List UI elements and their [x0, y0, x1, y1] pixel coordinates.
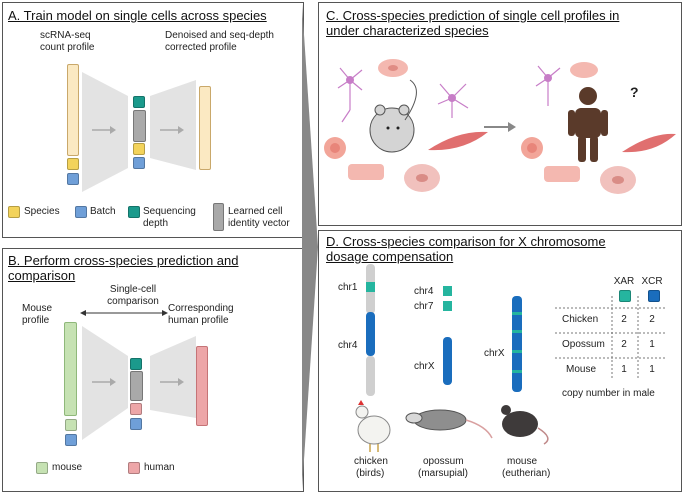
output-profile-label: Denoised and seq-depth corrected profile [165, 30, 274, 53]
mouse-species-box [65, 419, 77, 431]
human-illustration [568, 87, 608, 162]
table-cell: 1 [649, 339, 655, 350]
legend-batch-swatch [75, 206, 87, 218]
chicken-name: chicken [354, 456, 388, 467]
chr1-label: chr1 [338, 282, 358, 293]
human-profile-label: Corresponding human profile [168, 303, 234, 326]
b-latent-seq-depth-box [130, 358, 142, 370]
output-profile-bar [199, 86, 211, 170]
mouse-group: (eutherian) [502, 468, 551, 479]
mouse-chrX-label: chrX [484, 348, 505, 359]
legend-identity-label: Learned cell identity vector [228, 206, 290, 229]
input-profile-label: scRNA-seq count profile [40, 30, 95, 53]
mouse-silhouette-icon [501, 405, 549, 445]
b-latent-batch-box [130, 418, 142, 430]
legend-seq-depth-label: Sequencing depth [143, 206, 196, 229]
latent-seq-depth-box [133, 96, 145, 108]
legend-human-swatch [128, 462, 140, 474]
table-row-label: Mouse [566, 364, 597, 375]
legend-human-label: human [144, 462, 175, 473]
table-row-label: Chicken [562, 314, 599, 325]
epithelial-cell-icon [348, 164, 384, 180]
chicken-chr4-label: chr4 [338, 340, 358, 351]
opossum-group: (marsupial) [418, 468, 469, 479]
opossum-chr7-label: chr7 [414, 301, 434, 312]
table-row-label: Opossum [562, 339, 605, 350]
mouse-illustration [369, 79, 417, 153]
legend-batch-label: Batch [90, 206, 116, 217]
xcr-swatch [648, 290, 660, 302]
panel-c-title: C. Cross-species prediction of single ce… [326, 8, 620, 38]
input-batch-box [67, 173, 79, 185]
legend-mouse-label: mouse [52, 462, 83, 473]
table-caption: copy number in male [562, 388, 655, 399]
chicken-group: (birds) [356, 468, 385, 479]
table-cell: 1 [621, 364, 627, 375]
comparison-label: Single-cell comparison [107, 284, 159, 307]
table-header-xcr: XCR [641, 276, 663, 287]
opossum-chr4 [443, 286, 452, 296]
latent-species-box [133, 143, 145, 155]
legend-seq-depth-swatch [128, 206, 140, 218]
table-cell: 2 [649, 314, 655, 325]
opossum-chr7 [443, 301, 452, 311]
table-header-xar: XAR [613, 276, 635, 287]
input-species-box [67, 158, 79, 170]
table-cell: 2 [621, 339, 627, 350]
b-latent-identity-bar [130, 371, 143, 401]
xar-swatch [619, 290, 631, 302]
table-cell: 1 [649, 364, 655, 375]
human-profile-bar [196, 346, 208, 426]
legend-mouse-swatch [36, 462, 48, 474]
panel-a-title: A. Train model on single cells across sp… [8, 8, 267, 23]
chicken-chr4 [366, 312, 375, 356]
input-count-profile-bar [67, 64, 79, 156]
panel-d-title: D. Cross-species comparison for X chromo… [326, 234, 606, 264]
mouse-batch-box [65, 434, 77, 446]
muscle-cell-icon [428, 131, 488, 151]
mouse-profile-label: Mouse profile [22, 303, 53, 326]
legend-species-label: Species [24, 206, 60, 217]
panel-b-title: B. Perform cross-species prediction and … [8, 253, 239, 283]
mouse-profile-bar [64, 322, 77, 416]
mouse-name: mouse [507, 456, 538, 467]
opossum-name: opossum [423, 456, 464, 467]
legend-identity-swatch [213, 203, 224, 231]
legend-species-swatch [8, 206, 20, 218]
b-latent-human-box [130, 403, 142, 415]
opossum-chrX [443, 337, 452, 385]
opossum-icon [405, 409, 493, 439]
chicken-icon [355, 400, 391, 452]
table-cell: 2 [621, 314, 627, 325]
opossum-chrX-label: chrX [414, 361, 435, 372]
opossum-chr4-label: chr4 [414, 286, 434, 297]
mouse-chrX [512, 296, 522, 392]
latent-batch-box [133, 157, 145, 169]
latent-identity-bar [133, 110, 146, 142]
question-mark: ? [630, 84, 639, 100]
